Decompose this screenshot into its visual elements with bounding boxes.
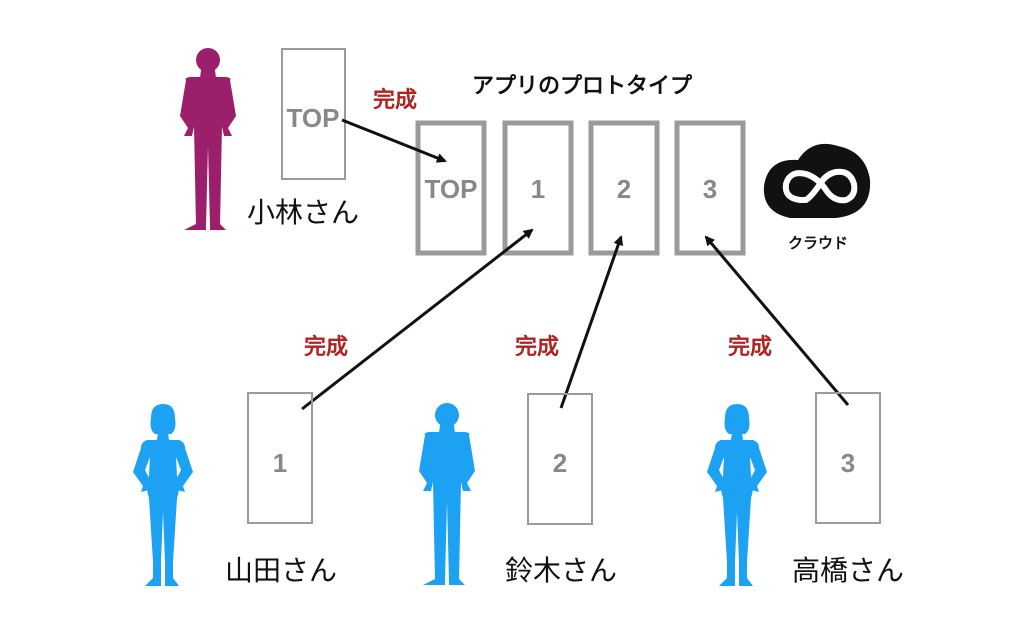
- kobayashi-screen: [281, 48, 346, 180]
- proto-screen-2-label: 2: [617, 174, 631, 204]
- yamada-person-icon: [133, 404, 193, 586]
- arrow-yamada-to-1: [301, 228, 534, 411]
- suzuki-screen: [527, 393, 593, 525]
- cloud-label: クラウド: [788, 234, 848, 252]
- proto-screen-3: [674, 120, 746, 256]
- kobayashi-screen-label: TOP: [287, 103, 340, 133]
- suzuki-done-label: 完成: [515, 334, 559, 360]
- proto-screen-1-label: 1: [531, 174, 545, 204]
- prototype-screens: TOP 1 2 3: [415, 120, 746, 256]
- takahashi-screen-label: 3: [841, 448, 855, 478]
- kobayashi-name: 小林さん: [247, 196, 359, 229]
- yamada-screen-label: 1: [273, 448, 287, 478]
- creative-cloud-icon: [763, 143, 871, 218]
- arrow-suzuki-to-2: [559, 235, 624, 409]
- kobayashi-person-icon: [180, 48, 236, 230]
- proto-screen-1: [502, 120, 574, 256]
- suzuki-name: 鈴木さん: [505, 554, 617, 587]
- yamada-done-label: 完成: [304, 334, 348, 360]
- prototype-title: アプリのプロトタイプ: [472, 74, 693, 99]
- takahashi-name: 高橋さん: [792, 554, 904, 587]
- takahashi-screen: [815, 392, 881, 524]
- yamada-screen: [247, 392, 313, 524]
- suzuki-person-icon: [419, 403, 475, 585]
- proto-screen-top: [415, 120, 487, 256]
- suzuki-screen-label: 2: [553, 448, 567, 478]
- proto-screen-2: [588, 120, 660, 256]
- proto-screen-top-label: TOP: [425, 174, 478, 204]
- takahashi-person-icon: [707, 404, 767, 586]
- takahashi-done-label: 完成: [728, 334, 772, 360]
- arrow-takahashi-to-3: [704, 235, 850, 406]
- yamada-name: 山田さん: [225, 554, 337, 587]
- kobayashi-done-label: 完成: [373, 87, 417, 113]
- proto-screen-3-label: 3: [703, 174, 717, 204]
- arrow-kobayashi-to-top: [341, 118, 447, 163]
